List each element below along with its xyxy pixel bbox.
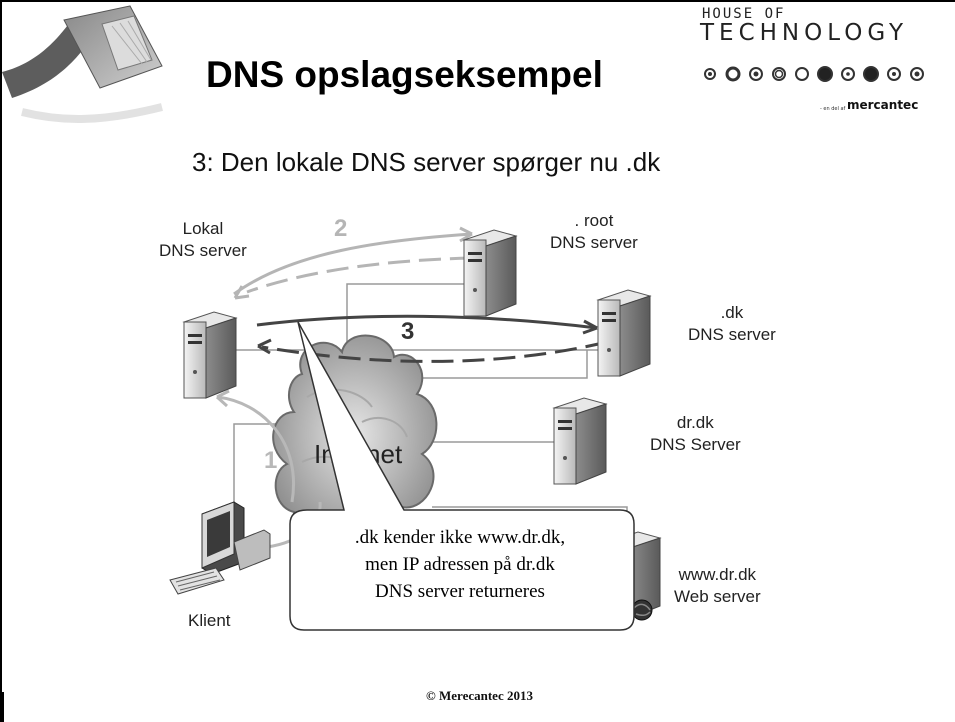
label-web-server: www.dr.dk Web server — [674, 565, 761, 606]
step-2-arrows — [233, 226, 473, 300]
client-computer-icon — [169, 501, 271, 595]
page-title: DNS opslagseksempel — [206, 54, 603, 95]
logo-technology: TECHNOLOGY — [700, 20, 909, 46]
logo-circles-icon — [704, 66, 924, 82]
logo-subtitle: - en del af — [820, 106, 846, 112]
logo-house-of: HOUSE OF — [702, 6, 786, 22]
local-dns-server-icon — [182, 311, 238, 399]
label-dk-dns: .dk DNS server — [688, 303, 776, 344]
page-subtitle: 3: Den lokale DNS server spørger nu .dk — [192, 147, 661, 177]
drdk-dns-server-icon — [552, 397, 608, 485]
label-client: Klient — [188, 611, 231, 630]
footer-copyright: © Merecantec 2013 — [426, 688, 533, 703]
callout-text: .dk kender ikke www.dr.dk, men IP adress… — [354, 527, 566, 602]
step-1-number: 1 — [264, 447, 277, 474]
step-3-number: 3 — [401, 318, 414, 345]
ethernet-plug-icon — [2, 5, 163, 123]
label-drdk-dns: dr.dk DNS Server — [650, 413, 741, 454]
label-root-dns: . root DNS server — [550, 211, 638, 252]
callout-bubble — [289, 321, 635, 631]
label-local-dns: Lokal DNS server — [159, 219, 247, 260]
step-2-number: 2 — [334, 215, 347, 242]
dk-dns-server-icon — [596, 289, 652, 377]
logo-brand: mercantec — [847, 98, 919, 112]
root-dns-server-icon — [462, 229, 518, 317]
